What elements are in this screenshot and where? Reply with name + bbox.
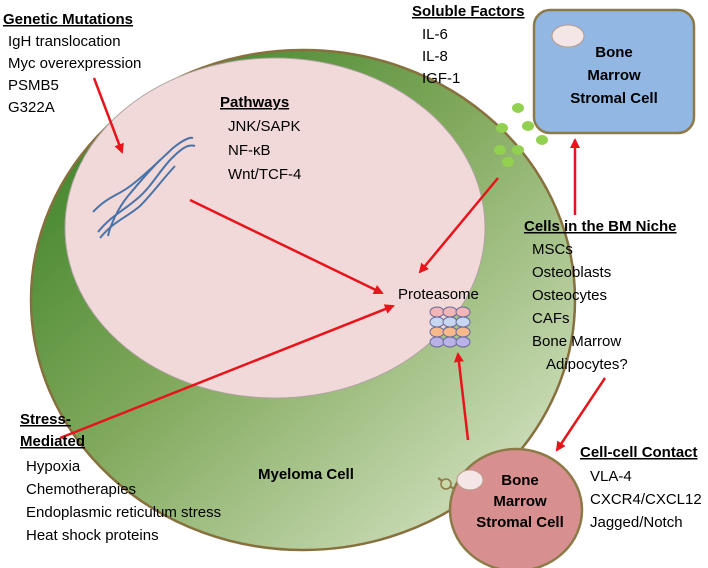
stromal-cell-top-nucleus: [551, 24, 585, 48]
soluble-factor-dots: [494, 103, 554, 167]
soluble-item: IL-6: [422, 26, 448, 43]
contact-item: VLA-4: [590, 468, 632, 485]
pathway-item: JNK/SAPK: [228, 118, 301, 135]
soluble-item: IL-8: [422, 48, 448, 65]
genetic-item: PSMB5: [8, 77, 59, 94]
soluble-factors-block: Soluble Factors IL-6 IL-8 IGF-1: [412, 3, 525, 87]
proteasome-icon: [429, 306, 471, 348]
stromal-top-line-3: Stromal Cell: [570, 90, 658, 107]
stromal-top-line-2: Marrow: [587, 67, 641, 84]
stress-mediated-block: Stress- Mediated Hypoxia Chemotherapies …: [20, 411, 221, 544]
bm-niche-heading: Cells in the BM Niche: [524, 218, 677, 235]
pathways-block: Pathways JNK/SAPK NF-κB Wnt/TCF-4: [220, 94, 301, 183]
stromal-cell-bottom-nucleus: [456, 469, 484, 491]
niche-item: Adipocytes?: [546, 356, 628, 373]
bm-niche-block: Cells in the BM Niche MSCs Osteoblasts O…: [524, 218, 677, 373]
arrow-pathways-to-proteasome: [189, 198, 384, 295]
myeloma-cell-nucleus: [64, 57, 486, 399]
stress-item: Endoplasmic reticulum stress: [26, 504, 221, 521]
myeloma-cell-label: Myeloma Cell: [258, 466, 354, 483]
contact-item: Jagged/Notch: [590, 514, 683, 531]
niche-item: MSCs: [532, 241, 573, 258]
stress-item: Hypoxia: [26, 458, 81, 475]
proteasome-label: Proteasome: [398, 286, 479, 303]
arrows: [59, 77, 607, 452]
stress-item: Chemotherapies: [26, 481, 136, 498]
pathway-item: Wnt/TCF-4: [228, 166, 301, 183]
stress-item: Heat shock proteins: [26, 527, 159, 544]
genetic-item: Myc overexpression: [8, 55, 141, 72]
genetic-mutations-heading: Genetic Mutations: [3, 11, 133, 28]
cell-contact-heading: Cell-cell Contact: [580, 444, 698, 461]
stromal-bottom-line-3: Stromal Cell: [476, 514, 564, 531]
soluble-factors-heading: Soluble Factors: [412, 3, 525, 20]
genetic-item: G322A: [8, 99, 55, 116]
stress-heading-line-2: Mediated: [20, 433, 85, 450]
cell-contact-block: Cell-cell Contact VLA-4 CXCR4/CXCL12 Jag…: [580, 444, 702, 531]
genetic-mutations-block: Genetic Mutations IgH translocation Myc …: [3, 11, 141, 116]
pathways-heading: Pathways: [220, 94, 289, 111]
dna-helix-icon: [92, 136, 196, 239]
arrow-stromal-bottom-to-proteasome: [453, 352, 470, 441]
arrow-niche-to-stromal-bottom: [555, 377, 607, 452]
soluble-item: IGF-1: [422, 70, 460, 87]
niche-item: Bone Marrow: [532, 333, 621, 350]
pathway-item: NF-κB: [228, 142, 271, 159]
stromal-top-line-1: Bone: [595, 44, 633, 61]
niche-item: Osteocytes: [532, 287, 607, 304]
arrow-soluble-to-proteasome: [418, 177, 499, 274]
stromal-bottom-line-1: Bone: [501, 472, 539, 489]
stress-heading-line-1: Stress-: [20, 411, 71, 428]
niche-item: Osteoblasts: [532, 264, 611, 281]
arrow-stress-to-proteasome: [59, 304, 395, 440]
genetic-item: IgH translocation: [8, 33, 121, 50]
arrow-genetic-to-dna: [92, 77, 124, 154]
stromal-bottom-line-2: Marrow: [493, 493, 547, 510]
stromal-cell-bottom: Bone Marrow Stromal Cell: [448, 447, 584, 568]
contact-item: CXCR4/CXCL12: [590, 491, 702, 508]
niche-item: CAFs: [532, 310, 570, 327]
stromal-cell-top: Bone Marrow Stromal Cell: [532, 8, 696, 135]
